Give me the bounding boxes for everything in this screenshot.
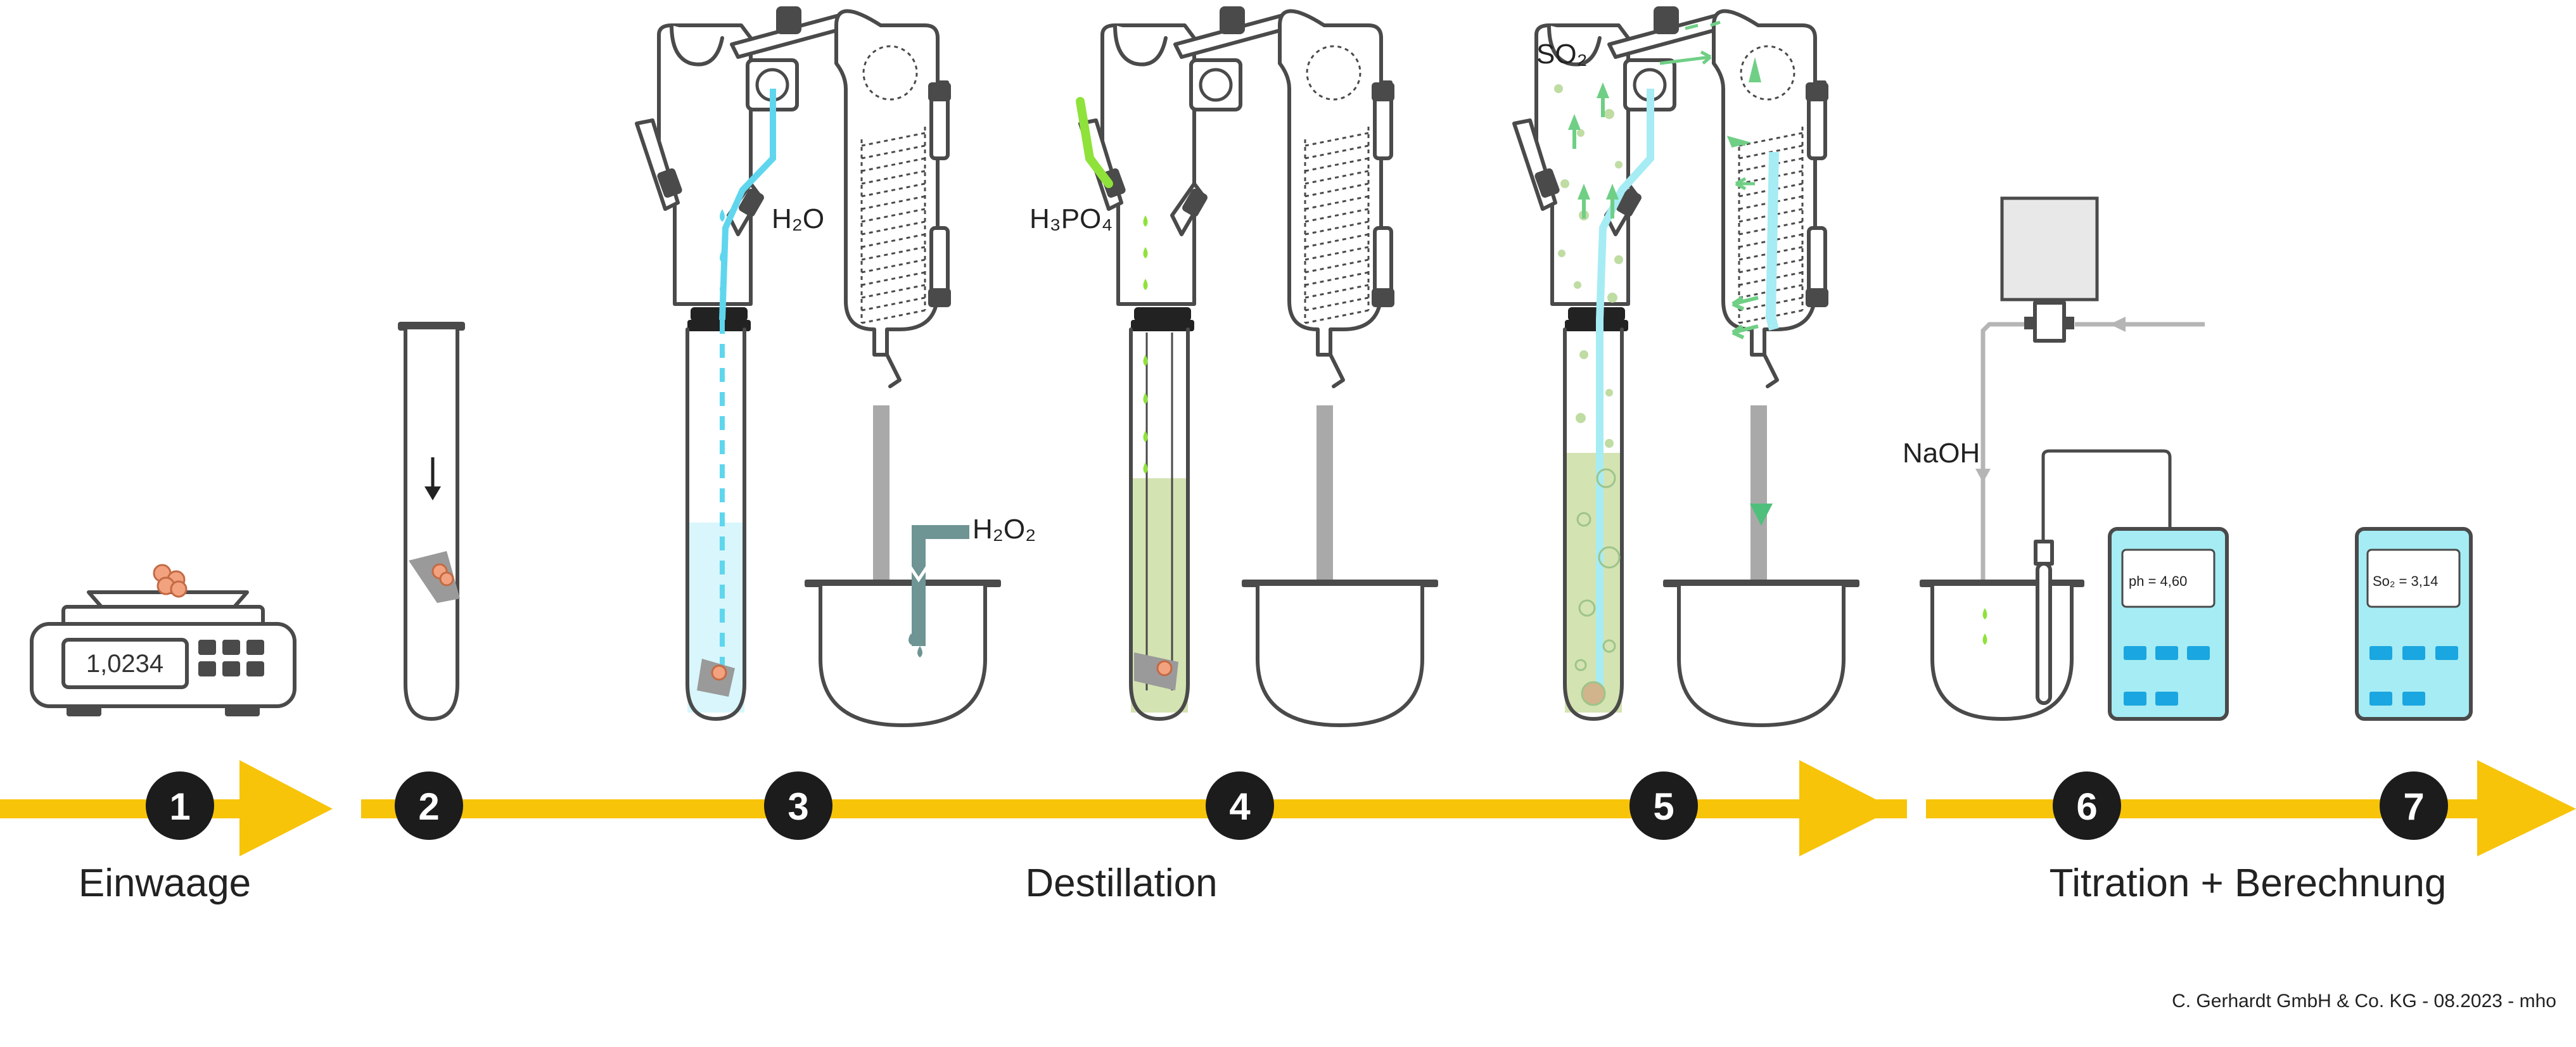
receiver-beaker-4 xyxy=(1242,580,1438,725)
burette-icon xyxy=(1975,196,2205,608)
result-meter-icon xyxy=(2355,527,2473,721)
result-display-value: So₂ = 3,14 xyxy=(2373,573,2438,589)
step-number: 1 xyxy=(169,785,190,828)
step-5-badge: 5 xyxy=(1629,771,1698,840)
phase-label-distillation: Destillation xyxy=(1025,861,1217,905)
phase-label-weighing: Einwaage xyxy=(79,861,251,905)
distillation-unit-icon xyxy=(1514,6,1828,721)
step-4-badge: 4 xyxy=(1206,771,1274,840)
step-number: 2 xyxy=(418,785,439,828)
distillation-unit-icon xyxy=(1076,6,1394,721)
step-number: 7 xyxy=(2403,785,2424,828)
naoh-label: NaOH xyxy=(1903,438,1980,469)
sample-icon xyxy=(153,564,188,598)
step-2-badge: 2 xyxy=(395,771,463,840)
titration-beaker xyxy=(1920,449,2172,721)
distillation-unit-icon xyxy=(637,6,951,721)
step-7-badge: 7 xyxy=(2380,771,2448,840)
water-label: H₂O xyxy=(772,203,824,234)
ph-meter-icon xyxy=(2108,527,2229,721)
scale-icon xyxy=(30,564,296,716)
step-number: 6 xyxy=(2076,785,2097,828)
receiver-beaker-5 xyxy=(1663,504,1859,725)
scale-display-value: 1,0234 xyxy=(86,650,163,678)
phosphoric-acid-label: H₃PO₄ xyxy=(1030,203,1113,234)
phase-label-titration: Titration + Berechnung xyxy=(2050,861,2447,905)
step-number: 4 xyxy=(1229,785,1251,828)
step-3-badge: 3 xyxy=(764,771,832,840)
footer-credit: C. Gerhardt GmbH & Co. KG - 08.2023 - mh… xyxy=(2172,991,2556,1012)
step-6-badge: 6 xyxy=(2053,771,2121,840)
step-1-badge: 1 xyxy=(146,771,214,840)
ph-display-value: ph = 4,60 xyxy=(2129,573,2187,589)
test-tube-icon xyxy=(398,322,465,721)
sulfur-dioxide-label: SO₂ xyxy=(1536,39,1588,70)
flow-arrow-icon xyxy=(0,760,2576,856)
peroxide-label: H₂O₂ xyxy=(972,514,1036,545)
step-number: 3 xyxy=(787,785,808,828)
receiver-beaker-3 xyxy=(805,525,1001,725)
step-number: 5 xyxy=(1653,785,1674,828)
